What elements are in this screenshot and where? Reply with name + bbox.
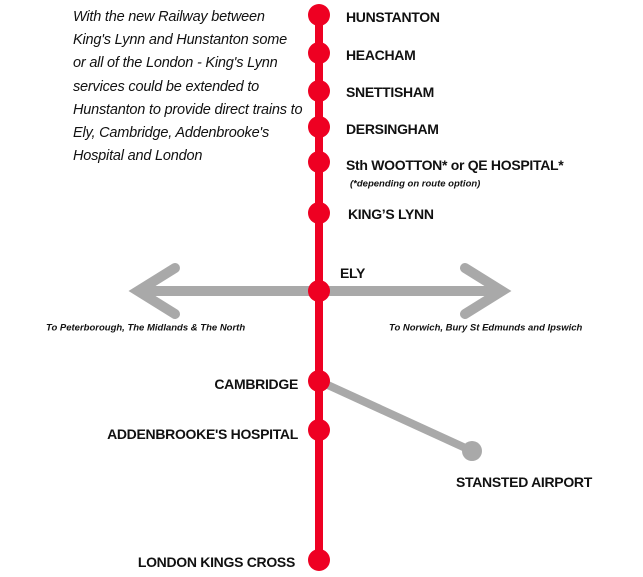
station-label-ely: ELY (340, 265, 366, 281)
station-label-kings-lynn: KING’S LYNN (348, 206, 434, 222)
arrow-west-icon (128, 263, 180, 319)
station-label-addenbrookes: ADDENBROOKE'S HOSPITAL (107, 426, 298, 442)
station-dot-addenbrookes (308, 419, 330, 441)
station-dot-london (308, 549, 330, 571)
station-label-dersingham: DERSINGHAM (346, 121, 439, 137)
intro-paragraph: With the new Railway between King's Lynn… (73, 9, 303, 165)
station-label-cambridge: CAMBRIDGE (214, 376, 298, 392)
station-label-snettisham: SNETTISHAM (346, 84, 435, 100)
stansted-station-dot (462, 441, 482, 461)
arrow-east-icon (460, 263, 512, 319)
station-dot-ely (308, 280, 330, 302)
station-dot-snettisham (308, 80, 330, 102)
station-dot-heacham (308, 42, 330, 64)
station-dot-cambridge (308, 370, 330, 392)
station-label-hunstanton: HUNSTANTON (346, 9, 440, 25)
station-label-stansted: STANSTED AIRPORT (456, 474, 592, 490)
station-dot-hunstanton (308, 4, 330, 26)
stansted-branch-line (317, 377, 474, 455)
direction-east-label: To Norwich, Bury St Edmunds and Ipswich (389, 322, 583, 334)
station-dot-kings-lynn (308, 202, 330, 224)
station-label-heacham: HEACHAM (346, 47, 416, 63)
direction-west-label: To Peterborough, The Midlands & The Nort… (46, 322, 246, 334)
station-label-london: LONDON KINGS CROSS (137, 554, 295, 570)
station-dot-wootton (308, 151, 330, 173)
route-option-note: (*depending on route option) (350, 178, 481, 190)
station-dots (308, 4, 330, 571)
station-dot-dersingham (308, 116, 330, 138)
station-label-wootton: Sth WOOTTON* or QE HOSPITAL* (346, 157, 564, 173)
